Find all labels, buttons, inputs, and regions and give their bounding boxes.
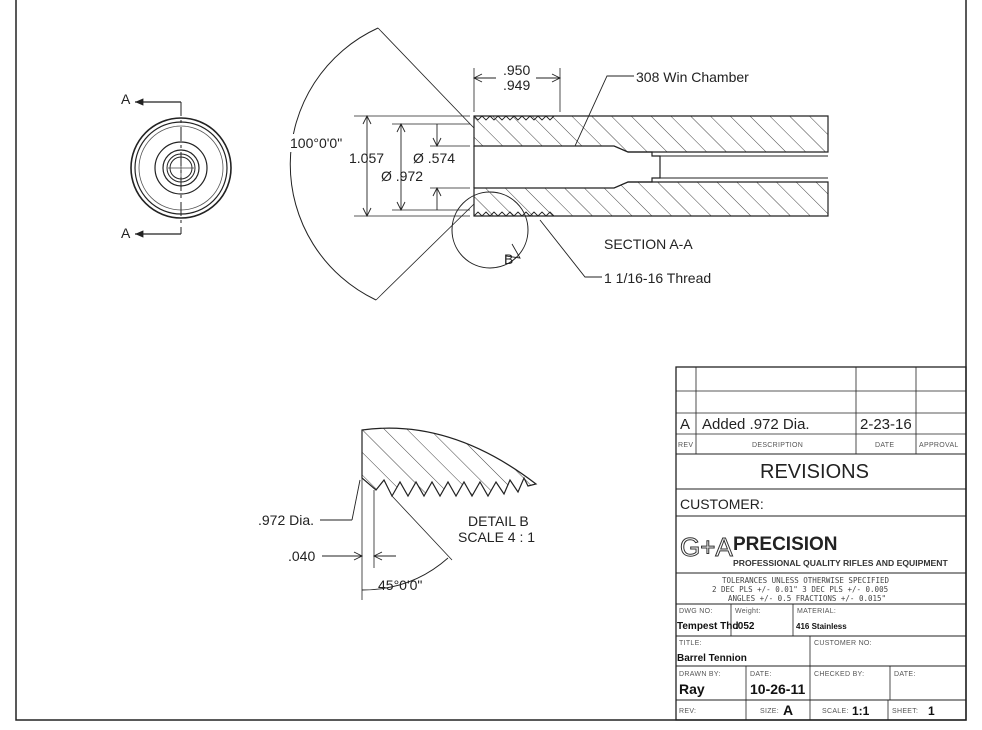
tolerance-line-1: TOLERANCES UNLESS OTHERWISE SPECIFIED (722, 576, 890, 585)
svg-text:G+A: G+A (680, 532, 733, 562)
header-description: DESCRIPTION (752, 442, 803, 449)
detail-view: .972 Dia. .040 45°0'0" DETAIL B SCALE 4 … (258, 427, 538, 600)
dwg-no-label: DWG NO: (679, 608, 713, 615)
title-value: Barrel Tennion (677, 653, 747, 664)
checked-by-label: CHECKED BY: (814, 671, 864, 678)
sheet-value: 1 (928, 704, 935, 718)
date2-label: DATE: (894, 671, 916, 678)
detail-depth-label: .040 (288, 548, 315, 564)
weight-label: Weight: (735, 608, 761, 615)
section-marker-top: A (121, 91, 131, 107)
tolerance-line-3: ANGLES +/- 0.5 FRACTIONS +/- 0.015" (728, 594, 886, 603)
customer-no-label: CUSTOMER NO: (814, 640, 872, 647)
revision-description: Added .972 Dia. (702, 416, 810, 433)
title-block-text: A Added .972 Dia. 2-23-16 REV DESCRIPTIO… (677, 416, 959, 718)
sheet-border (15, 0, 967, 721)
company-logo: G+A (680, 532, 734, 563)
company-name: PRECISION (733, 534, 838, 555)
detail-marker: B (504, 251, 513, 267)
title-block (675, 366, 967, 721)
detail-dia-label: .972 Dia. (258, 512, 314, 528)
sheet-label: SHEET: (892, 708, 918, 715)
date-label: DATE: (750, 671, 772, 678)
revision-rev: A (680, 416, 690, 433)
detail-title: DETAIL B (468, 513, 529, 529)
callout-308-chamber: 308 Win Chamber (636, 69, 749, 85)
dim-bore-diameter: Ø .574 (413, 150, 455, 166)
customer-label: CUSTOMER: (680, 496, 764, 512)
scale-label: SCALE: (822, 708, 849, 715)
drawn-by-value: Ray (679, 681, 705, 697)
material-value: 416 Stainless (796, 622, 847, 631)
revision-date: 2-23-16 (860, 416, 912, 433)
dim-length-upper: .950 (503, 62, 530, 78)
company-tagline: PROFESSIONAL QUALITY RIFLES AND EQUIPMEN… (733, 558, 948, 568)
rev-label: REV: (679, 708, 696, 715)
dwg-no-value: Tempest Thd (677, 621, 738, 632)
drawn-by-label: DRAWN BY: (679, 671, 721, 678)
section-angle-label: 100°0'0" (290, 135, 342, 151)
size-label: SIZE: (760, 708, 779, 715)
material-label: MATERIAL: (797, 608, 836, 615)
header-approval: APPROVAL (919, 442, 959, 449)
revisions-title: REVISIONS (760, 461, 869, 483)
size-value: A (783, 702, 793, 718)
callout-thread: 1 1/16-16 Thread (604, 270, 711, 286)
scale-value: 1:1 (852, 704, 870, 718)
detail-angle-label: 45°0'0" (378, 577, 422, 593)
section-marker-bottom: A (121, 225, 131, 241)
header-rev: REV (678, 442, 693, 449)
dim-length-lower: .949 (503, 77, 530, 93)
tolerance-line-2: 2 DEC PLS +/- 0.01" 3 DEC PLS +/- 0.005 (712, 585, 888, 594)
section-view: .950 .949 1.057 Ø .574 Ø .972 100°0'0" 3… (288, 27, 829, 301)
dim-972-diameter: Ø .972 (381, 168, 423, 184)
end-view: A A (121, 91, 232, 241)
header-date: DATE (875, 442, 894, 449)
title-label: TITLE: (679, 640, 702, 647)
dim-outer-diameter: 1.057 (349, 150, 384, 166)
section-title: SECTION A-A (604, 236, 693, 252)
detail-scale: SCALE 4 : 1 (458, 529, 535, 545)
date-value: 10-26-11 (750, 681, 805, 697)
weight-value: .052 (735, 621, 755, 632)
